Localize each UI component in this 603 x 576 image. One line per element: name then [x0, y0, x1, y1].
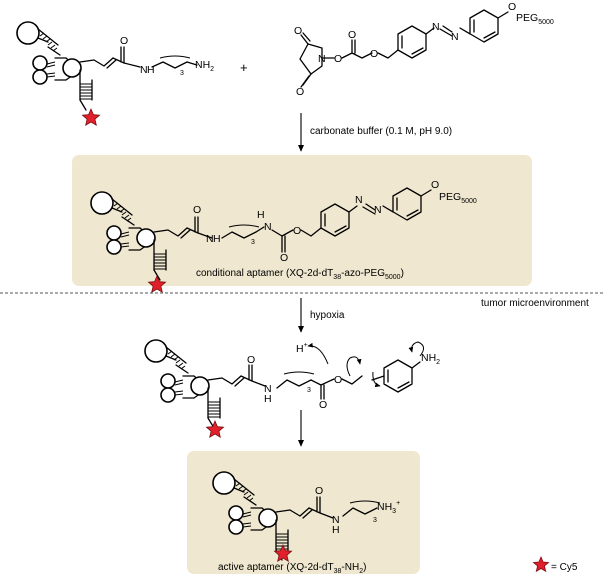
- ester-O-1: O: [334, 53, 342, 65]
- aptamer-icon-1: [16, 21, 95, 111]
- cond-azo-N-1: N: [355, 194, 363, 206]
- azo-N-1: N: [432, 21, 440, 33]
- int-sub-3: 3: [307, 387, 311, 394]
- nhs-O-bottom: O: [296, 86, 304, 98]
- cy5-star-icon-3: [205, 419, 225, 439]
- aptamer-icon-2: [90, 191, 169, 281]
- active-linker: [289, 496, 381, 519]
- cond-O-ester: O: [293, 225, 301, 237]
- active-aptamer-label: active aptamer (XQ-2d-dT38-NH2): [218, 562, 366, 575]
- amine-linker-1: [93, 46, 198, 69]
- act-sub-3: 3: [373, 517, 377, 524]
- nh3-plus-label: NH3+: [377, 500, 400, 515]
- conditional-aptamer-label: conditional aptamer (XQ-2d-dT38-azo-PEG5…: [196, 268, 404, 281]
- legend-star-icon: [532, 555, 550, 573]
- int-O-carbonyl: O: [247, 354, 255, 366]
- cond-H: H: [213, 233, 221, 245]
- cy5-star-icon: [81, 107, 101, 127]
- peg-label-1: PEG5000: [516, 12, 554, 26]
- plus-sign: +: [240, 60, 248, 75]
- cy5-star-icon-4: [273, 543, 293, 563]
- atom-H: H: [147, 64, 155, 76]
- act-H: H: [332, 524, 340, 536]
- atom-NH2: NH2: [195, 59, 214, 73]
- legend-cy5-label: = Cy5: [551, 562, 578, 573]
- cond-sub-3: 3: [251, 239, 255, 246]
- nhs-N: N: [318, 53, 326, 65]
- subscript-3: 3: [180, 70, 184, 77]
- cond-O-carbamate: O: [280, 252, 288, 264]
- cond-NH: N: [206, 233, 214, 245]
- ester-O-2: O: [370, 48, 378, 60]
- conditional-linker: [167, 187, 432, 253]
- cy5-star-icon-2: [147, 274, 167, 294]
- int-NH2: NH2: [421, 352, 440, 366]
- cond-ether-O: O: [431, 179, 439, 191]
- cond-N-2: N: [264, 221, 272, 233]
- act-N: N: [332, 514, 340, 526]
- nhs-O-top: O: [294, 25, 302, 37]
- cond-H-2: H: [257, 209, 265, 221]
- act-O-carbonyl: O: [315, 485, 323, 497]
- int-O-carbamate: O: [319, 399, 327, 411]
- atom-N: N: [140, 64, 148, 76]
- conditional-aptamer-panel: [72, 155, 532, 286]
- nhs-azo-peg-reagent: [299, 9, 509, 88]
- aptamer-icon-4: [212, 471, 291, 561]
- peg-label-2: PEG5000: [439, 191, 477, 205]
- int-N: N: [264, 383, 272, 395]
- cond-O-carbonyl: O: [193, 204, 201, 216]
- cond-azo-N-2: N: [374, 204, 382, 216]
- aptamer-icon-3: [144, 339, 223, 429]
- tumor-microenvironment-label: tumor microenvironment: [481, 298, 589, 309]
- carbonate-buffer-label: carbonate buffer (0.1 M, pH 9.0): [310, 126, 452, 137]
- hypoxia-label: hypoxia: [310, 310, 345, 321]
- h-plus-label: H+: [296, 342, 308, 355]
- int-H: H: [264, 393, 272, 405]
- carbonyl-O-1: O: [348, 29, 356, 41]
- ether-O-1: O: [508, 1, 516, 13]
- int-O-ester: O: [334, 374, 342, 386]
- atom-O: O: [120, 35, 128, 47]
- intermediate-linker: [221, 359, 421, 400]
- electron-push-arrows: [307, 341, 424, 388]
- azo-N-2: N: [451, 31, 459, 43]
